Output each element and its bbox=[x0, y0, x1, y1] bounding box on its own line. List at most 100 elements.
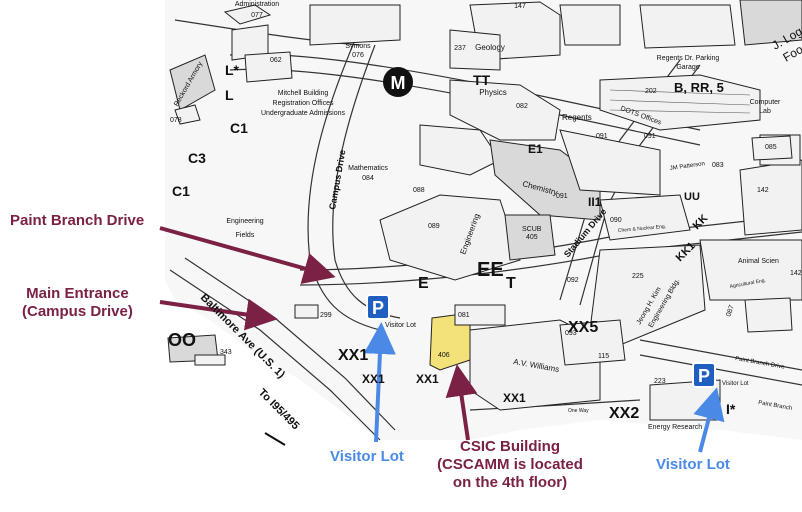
annotation-csic-line1: CSIC Building bbox=[460, 438, 560, 455]
lot-c1a: C1 bbox=[230, 120, 248, 136]
road-paint-branch-small-2: Paint Branch bbox=[758, 400, 793, 412]
annotation-visitor-lot-left: Visitor Lot bbox=[330, 448, 404, 465]
label-mathematics: Mathematics bbox=[348, 165, 388, 172]
label-223: 223 bbox=[654, 378, 666, 385]
annotation-paint-branch: Paint Branch Drive bbox=[10, 212, 145, 229]
label-chem-nuclear: Chem & Nuclear Eng. bbox=[618, 224, 667, 234]
annotation-main-entrance: Main Entrance (Campus Drive) bbox=[22, 285, 133, 321]
label-computer-lab-1: Computer bbox=[750, 99, 781, 106]
label-092: 092 bbox=[567, 277, 579, 284]
label-115: 115 bbox=[598, 353, 609, 360]
metro-letter: M bbox=[391, 73, 406, 93]
lot-b-rr-5: B, RR, 5 bbox=[674, 80, 724, 95]
paint-branch-arrow bbox=[159, 226, 336, 284]
to-i95-arrow bbox=[264, 432, 286, 446]
label-085: 085 bbox=[765, 144, 777, 151]
lot-l-star: L* bbox=[225, 62, 240, 78]
parking-sign-left[interactable]: P bbox=[366, 294, 390, 320]
visitor-lot-left-arrow bbox=[363, 322, 396, 443]
metro-sign: M bbox=[383, 67, 413, 97]
lot-xx2: XX2 bbox=[609, 405, 639, 422]
label-062: 062 bbox=[270, 57, 282, 64]
label-scub: SCUB bbox=[522, 226, 542, 233]
label-089: 089 bbox=[428, 223, 440, 230]
lot-e1: E1 bbox=[528, 142, 543, 156]
label-mitchell-3: Undergraduate Admissions bbox=[261, 110, 346, 117]
lot-xx1d: XX1 bbox=[503, 391, 526, 405]
lot-oo: OO bbox=[168, 330, 196, 350]
label-physics-num: 082 bbox=[516, 103, 528, 110]
label-animal-num: 142 bbox=[790, 270, 802, 277]
label-one-way: One Way bbox=[568, 408, 589, 414]
label-animal-sciences: Animal Scien bbox=[738, 258, 779, 265]
label-mathematics-num: 084 bbox=[362, 175, 374, 182]
label-administration-num: 077 bbox=[251, 12, 263, 19]
lot-uu: UU bbox=[684, 191, 700, 203]
lot-i-star: I* bbox=[726, 401, 736, 417]
annotation-csic: CSIC Building (CSCAMM is located on the … bbox=[418, 438, 602, 492]
label-engineering-fields-2: Fields bbox=[236, 232, 255, 239]
parking-sign-right[interactable]: P bbox=[692, 362, 716, 388]
lot-e: E bbox=[418, 275, 429, 292]
lot-xx1a: XX1 bbox=[338, 347, 368, 364]
label-202: 202 bbox=[645, 88, 657, 95]
label-physics: Physics bbox=[479, 88, 507, 97]
annotation-visitor-lot-right: Visitor Lot bbox=[656, 456, 730, 473]
label-symons-num: 076 bbox=[352, 52, 364, 59]
label-chemistry-num: 091 bbox=[556, 193, 568, 200]
parking-sign-letter: P bbox=[698, 366, 710, 386]
label-visitor-lot-small-2: Visitor Lot bbox=[722, 381, 749, 387]
lot-xx1c: XX1 bbox=[416, 372, 439, 386]
lot-l: L bbox=[225, 87, 234, 103]
label-237: 237 bbox=[454, 45, 466, 52]
label-091a: 091 bbox=[596, 133, 608, 140]
road-to-i95: To I95/495 bbox=[256, 387, 302, 433]
annotation-main-entrance-line2: (Campus Drive) bbox=[22, 303, 133, 320]
road-regents: Regents bbox=[562, 113, 592, 122]
label-147: 147 bbox=[514, 3, 526, 10]
lot-c1b: C1 bbox=[172, 183, 190, 199]
label-078: 078 bbox=[170, 117, 182, 124]
label-engineering-fields-1: Engineering bbox=[226, 218, 263, 225]
label-computer-lab-2: Lab bbox=[759, 108, 771, 115]
label-083: 083 bbox=[712, 162, 724, 169]
annotation-csic-line2: (CSCAMM is located bbox=[437, 456, 583, 473]
label-administration: Administration bbox=[235, 1, 279, 8]
label-mitchell-2: Registration Offices bbox=[273, 100, 334, 107]
label-299: 299 bbox=[320, 312, 332, 319]
main-entrance-arrow bbox=[159, 298, 278, 331]
label-scub-num: 405 bbox=[526, 234, 538, 241]
label-energy-research: Energy Research bbox=[648, 424, 702, 431]
label-142: 142 bbox=[757, 187, 769, 194]
lot-t: T bbox=[506, 275, 516, 292]
label-090: 090 bbox=[610, 217, 622, 224]
lot-c3: C3 bbox=[188, 150, 206, 166]
label-081: 081 bbox=[458, 312, 470, 319]
label-091b: 091 bbox=[644, 133, 656, 140]
buildings-layer bbox=[167, 0, 802, 421]
label-225: 225 bbox=[632, 273, 644, 280]
lot-xx1b: XX1 bbox=[362, 372, 385, 386]
label-087: 087 bbox=[725, 304, 736, 317]
label-regents-garage-1: Regents Dr. Parking bbox=[657, 55, 720, 62]
visitor-lot-right-arrow bbox=[693, 387, 725, 453]
label-093: 093 bbox=[565, 330, 577, 337]
label-406: 406 bbox=[438, 352, 450, 359]
label-geology: Geology bbox=[475, 43, 505, 52]
label-visitor-lot-small-1: Visitor Lot bbox=[385, 322, 416, 329]
csic-arrow bbox=[445, 364, 478, 441]
label-jm-patterson: JM Patterson bbox=[669, 161, 705, 172]
label-mitchell-1: Mitchell Building bbox=[278, 90, 329, 97]
lot-xx5: XX5 bbox=[568, 319, 598, 336]
lot-tt: TT bbox=[473, 72, 491, 88]
annotation-arrows bbox=[159, 226, 725, 453]
label-symons: Symons bbox=[345, 43, 371, 50]
label-regents-garage-2: Garage bbox=[676, 64, 699, 71]
label-088: 088 bbox=[413, 187, 425, 194]
lot-ii1: II1 bbox=[588, 195, 602, 209]
annotation-main-entrance-line1: Main Entrance bbox=[26, 285, 129, 302]
lot-ee: EE bbox=[477, 259, 504, 281]
annotation-csic-line3: on the 4th floor) bbox=[452, 474, 568, 491]
parking-sign-letter: P bbox=[372, 298, 384, 318]
